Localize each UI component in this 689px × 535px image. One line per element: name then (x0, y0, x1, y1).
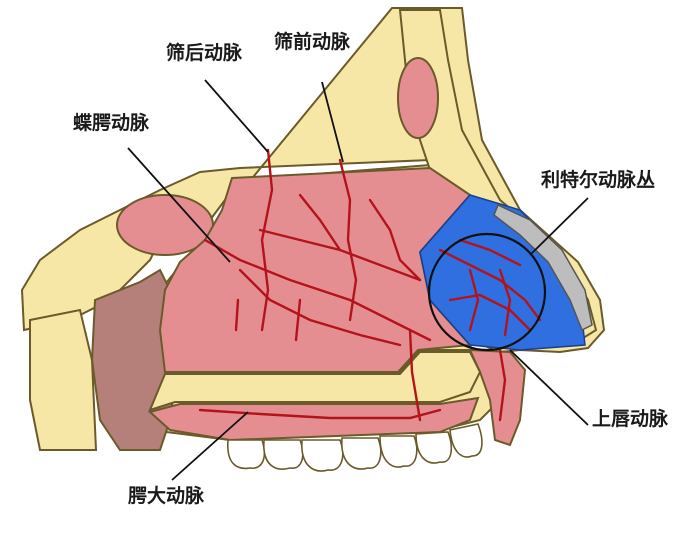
leader-line-kiesselbach (529, 197, 589, 256)
artery-plexus (448, 293, 532, 332)
label-superior-labial-artery: 上唇动脉 (592, 408, 669, 430)
tooth (263, 439, 304, 470)
artery-branch (203, 238, 432, 342)
nasal-cartilage (493, 203, 593, 332)
tooth (449, 423, 483, 458)
tooth (379, 435, 418, 468)
artery-branch (368, 198, 422, 282)
artery-branch (338, 158, 358, 322)
pharynx-wall (29, 308, 98, 451)
artery-branch (234, 298, 240, 332)
tooth (341, 437, 382, 470)
oral-mucosa (147, 396, 480, 442)
teeth (227, 423, 483, 472)
hard-palate (148, 351, 482, 412)
artery-branch (298, 193, 342, 252)
label-kiesselbach-plexus: 利特尔动脉丛 (541, 169, 656, 191)
artery-branch (260, 148, 274, 332)
leader-lines (127, 79, 589, 481)
frontal-sinus (397, 57, 439, 139)
artery-plexus (438, 248, 542, 322)
artery-greater-palatine (198, 408, 442, 420)
upper-lip (468, 348, 527, 447)
tooth (415, 431, 453, 464)
leader-line-greater-palatine (171, 411, 249, 481)
label-anterior-ethmoidal-artery: 筛前动脉 (274, 31, 351, 53)
artery-plexus (498, 268, 512, 337)
artery-branch (294, 298, 302, 342)
leader-line-posterior-ethmoidal (204, 79, 269, 153)
artery-branch (408, 328, 422, 422)
artery-network (198, 148, 542, 422)
label-greater-palatine-artery: 腭大动脉 (128, 485, 205, 507)
leader-line-anterior-ethmoidal (321, 81, 344, 163)
artery-plexus (468, 268, 480, 332)
artery-plexus (458, 238, 522, 267)
artery-superior-labial (498, 348, 507, 422)
artery-branch (238, 268, 402, 347)
tooth (227, 439, 266, 470)
label-posterior-ethmoidal-artery: 筛后动脉 (166, 42, 243, 64)
kiesselbach-circle (427, 232, 547, 352)
tooth (301, 439, 344, 472)
label-sphenopalatine-artery: 蝶腭动脉 (73, 112, 150, 134)
leader-line-sphenopalatine (127, 147, 231, 263)
leader-line-superior-labial (509, 349, 589, 426)
